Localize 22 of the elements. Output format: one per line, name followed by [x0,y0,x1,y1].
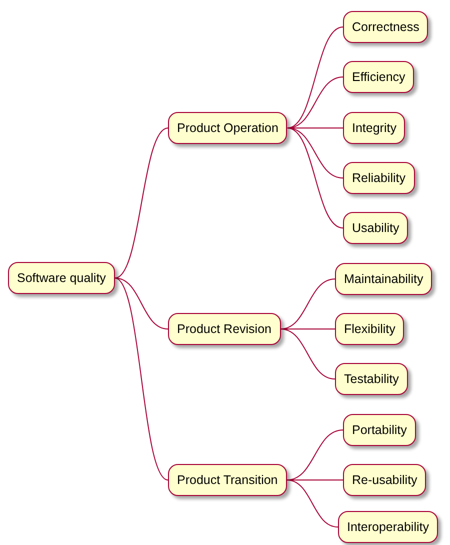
topic-box: Product Transition [168,464,287,496]
topic-box: Flexibility [335,313,404,345]
connector-line [114,278,168,330]
connector-line [114,128,168,278]
topic-box: Product Revision [168,313,280,345]
topic-box: Reliability [343,162,414,194]
topic-box: Testability [335,363,408,395]
topic-box: Maintainability [335,263,432,295]
topic-box: Software quality [8,262,115,294]
topic-box: Portability [343,414,416,446]
topic-box: Re-usability [343,464,426,496]
connector-line [286,480,338,528]
topic-box: Integrity [343,112,406,144]
connector-line [280,328,336,380]
connector-line [114,278,168,480]
topic-box: Product Operation [168,112,288,144]
topic-box: Efficiency [343,61,414,93]
topic-box: Correctness [343,11,428,43]
connector-line [286,128,344,228]
topic-box: Interoperability [338,511,438,543]
connector-line [286,26,344,128]
topic-box: Usability [343,212,408,244]
